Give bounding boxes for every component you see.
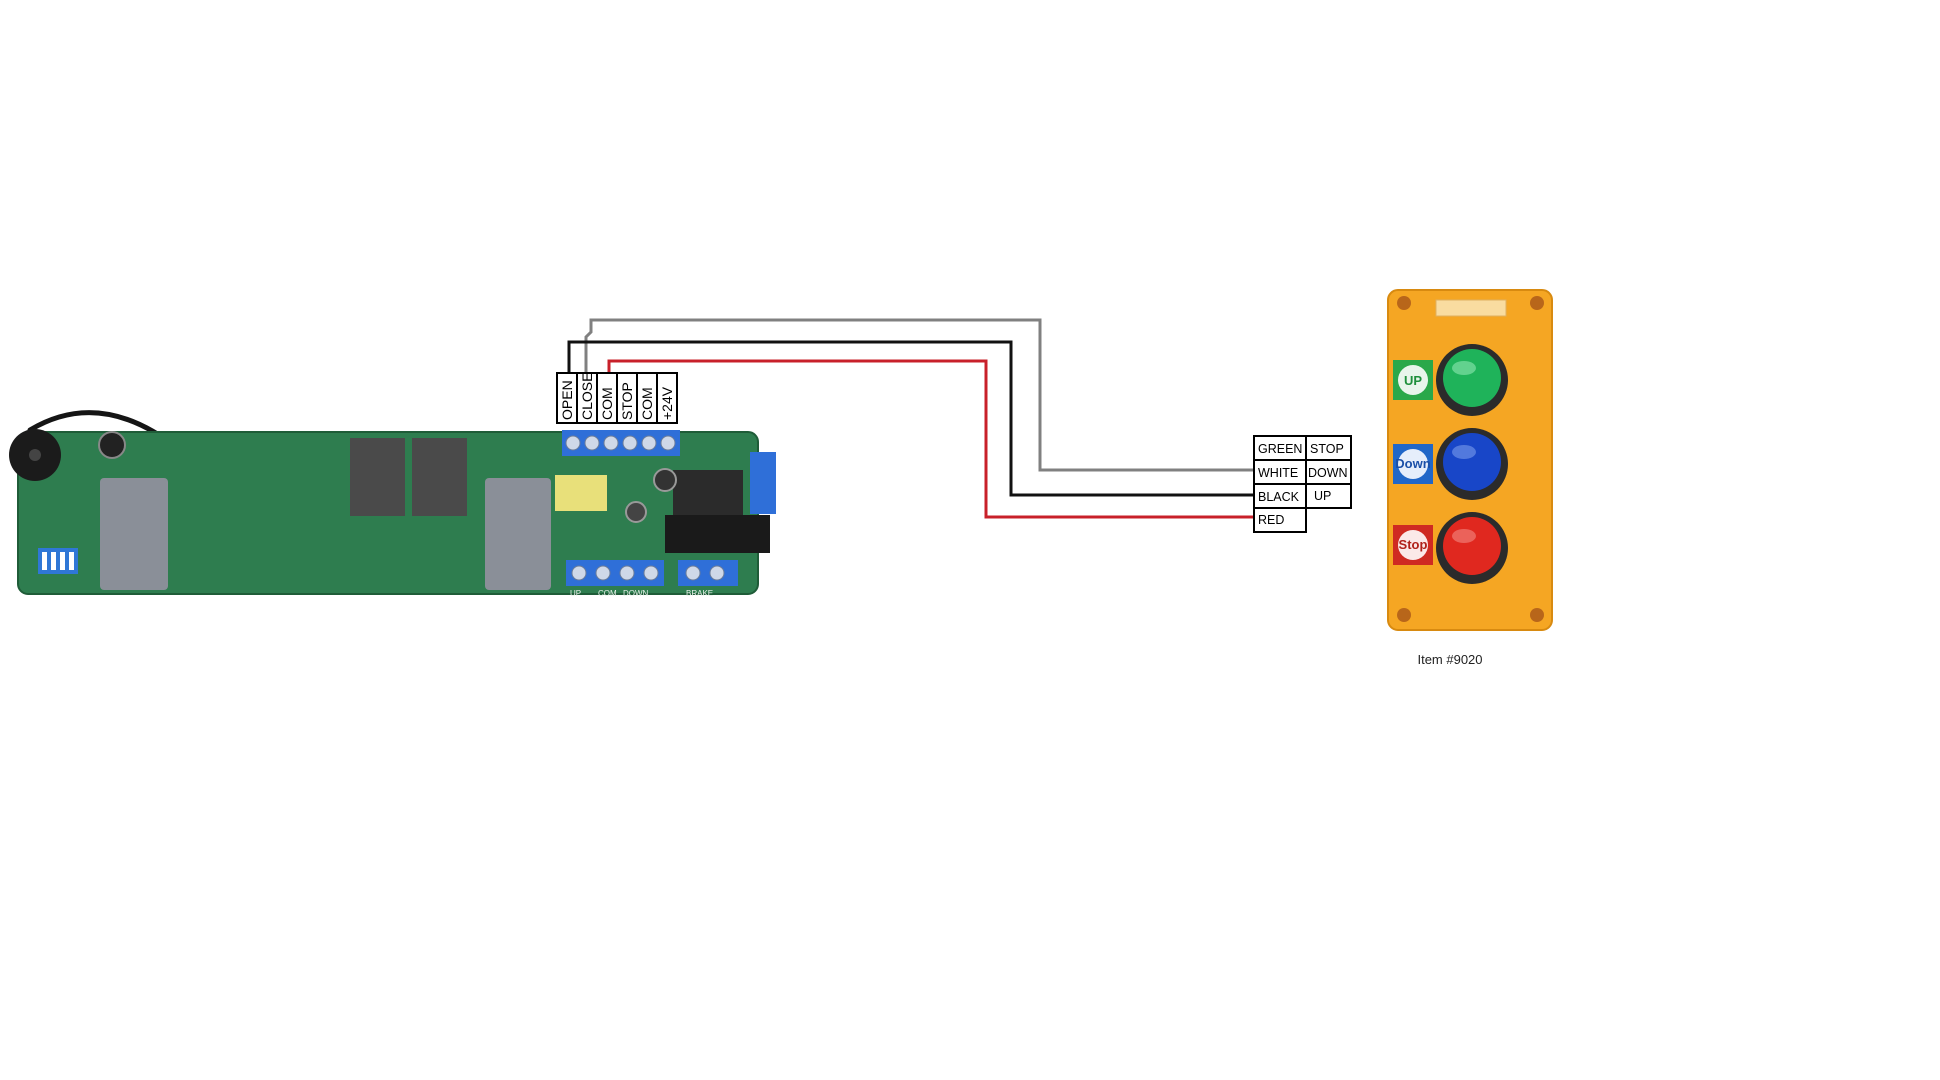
controller-board: UP COM DOWN BRAKE: [9, 410, 776, 598]
limit-switch-right: [485, 478, 551, 590]
label-slot: [1435, 299, 1507, 317]
wires: [567, 318, 1253, 519]
pushbutton-station: UP Down Stop: [1387, 289, 1553, 631]
terminal-com-2: COM: [639, 387, 655, 420]
pcb-label-brake: BRAKE: [686, 589, 713, 598]
pcb-label-com: COM: [598, 589, 617, 598]
legend-function-stop: STOP: [1310, 442, 1344, 456]
item-caption: Item #9020: [1417, 652, 1483, 667]
legend-function-down: DOWN: [1308, 466, 1348, 480]
terminal-close: CLOSE: [579, 373, 595, 420]
power-relay: [673, 470, 743, 515]
pcb-label-down: DOWN: [623, 589, 649, 598]
transformer: [555, 475, 607, 511]
terminal-open: OPEN: [559, 380, 575, 420]
top-terminal-block: [562, 430, 680, 456]
legend-color-white: WHITE: [1258, 466, 1298, 480]
stop-tag-label: Stop: [1399, 537, 1428, 552]
terminal-24v: +24V: [659, 386, 675, 420]
down-tag-label: Down: [1395, 456, 1430, 471]
capacitor: [98, 431, 126, 459]
terminal-stop: STOP: [619, 382, 635, 420]
terminal-labels: OPEN CLOSE COM STOP COM +24V: [556, 372, 678, 424]
relay-2: [412, 438, 467, 516]
wire-gray: [584, 318, 1253, 472]
wire-red: [607, 359, 1253, 519]
legend-function-up: UP: [1314, 489, 1331, 503]
legend-color-green: GREEN: [1258, 442, 1302, 456]
wiring-table: GREEN STOP WHITE DOWN BLACK UP RED: [1253, 435, 1352, 533]
limit-switch-left: [100, 478, 168, 590]
relay-1: [350, 438, 405, 516]
legend-color-black: BLACK: [1258, 490, 1300, 504]
side-terminal-block: [750, 452, 776, 514]
terminal-com-1: COM: [599, 387, 615, 420]
legend-color-red: RED: [1258, 513, 1284, 527]
pcb-label-up: UP: [570, 589, 581, 598]
up-tag-label: UP: [1404, 373, 1422, 388]
wire-black: [567, 340, 1253, 497]
